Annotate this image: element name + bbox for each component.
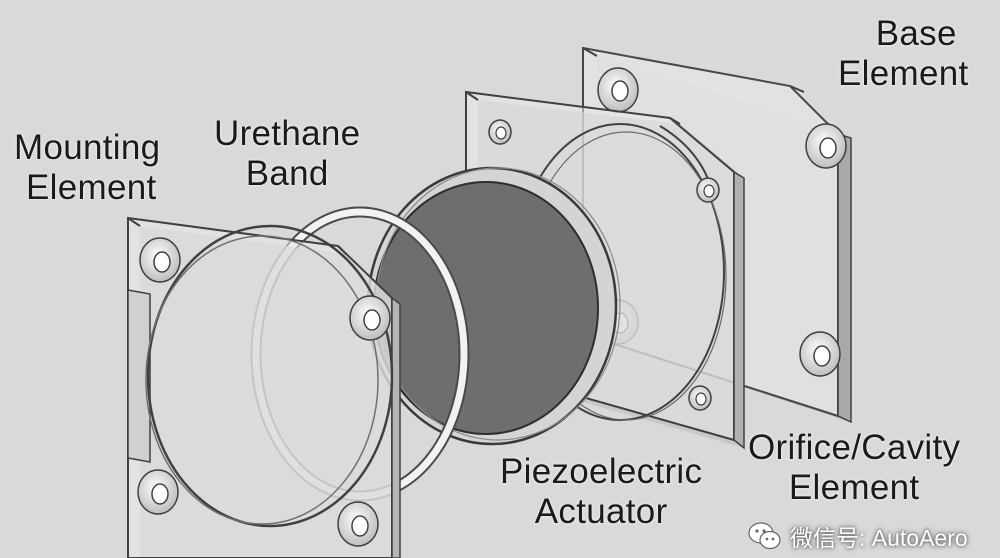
base-bolt-hole	[805, 123, 847, 169]
label-line: Band	[245, 154, 329, 193]
label-line: Element	[838, 54, 969, 93]
label-line: Piezoelectric	[500, 452, 703, 491]
mounting-bolt-hole	[337, 501, 379, 547]
watermark: 微信号: AutoAero	[748, 520, 968, 552]
label-line: Element	[26, 168, 157, 207]
orifice-bolt-hole	[488, 119, 512, 145]
watermark-text: 微信号: AutoAero	[790, 525, 968, 551]
label-line: Mounting	[14, 128, 161, 167]
label-line: Orifice/Cavity	[748, 428, 961, 467]
label-urethane-band: Urethane Band	[214, 114, 360, 194]
mounting-bolt-hole	[139, 237, 181, 283]
base-bolt-hole	[799, 331, 841, 377]
label-base-element: Base Element	[838, 14, 969, 94]
label-line: Element	[788, 468, 920, 507]
mounting-element-plate	[127, 216, 401, 558]
mounting-bolt-hole	[137, 469, 179, 515]
label-mounting-element: Mounting Element	[14, 128, 160, 208]
mounting-bolt-hole	[349, 295, 391, 341]
mounting-opening	[146, 224, 394, 528]
wechat-icon	[748, 522, 781, 550]
label-line: Base	[875, 14, 957, 53]
label-line: Actuator	[534, 492, 668, 531]
base-bolt-hole	[597, 67, 639, 113]
piezoelectric-actuator-disc	[366, 166, 621, 446]
label-orifice-cavity-element: Orifice/Cavity Element	[748, 428, 960, 508]
orifice-bolt-hole	[696, 177, 720, 203]
label-line: Urethane	[214, 114, 361, 153]
orifice-bolt-hole	[688, 385, 712, 411]
label-piezoelectric-actuator: Piezoelectric Actuator	[500, 452, 702, 532]
